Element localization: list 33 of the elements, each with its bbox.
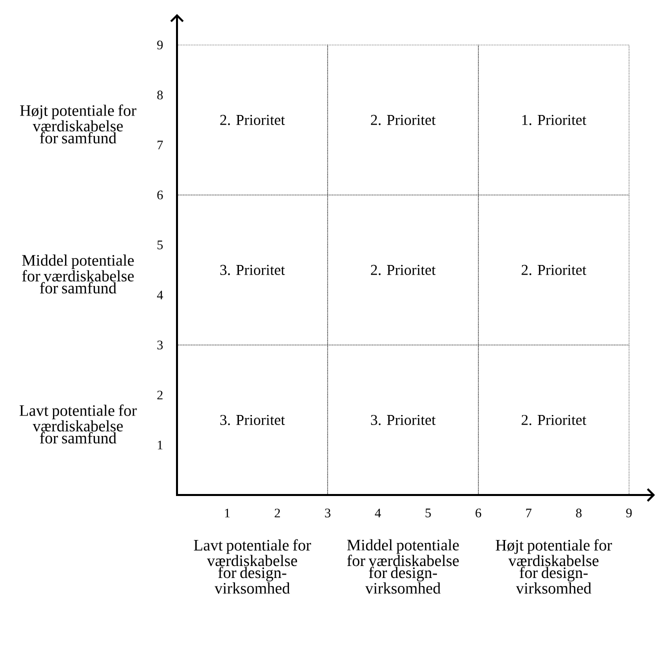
tick-label: 2: [157, 390, 163, 400]
grid-cell: 2. Prioritet: [478, 344, 630, 496]
tick-label: 3: [157, 340, 163, 350]
axis-heading: Højt potentiale for værdiskabelse for design-virksomhed: [496, 539, 612, 594]
tick-label: 8: [576, 508, 582, 518]
tick-label: 9: [626, 508, 632, 518]
axis-heading: Højt potentiale for værdiskabelse for samfund: [20, 104, 136, 144]
tick-label: 1: [225, 508, 230, 518]
grid-cell: 2. Prioritet: [176, 44, 328, 196]
tick-label: 7: [526, 508, 532, 518]
grid-cell: 3. Prioritet: [176, 344, 328, 496]
grid-cell: 2. Prioritet: [478, 194, 630, 346]
tick-label: 6: [476, 508, 482, 518]
grid-cell: 1. Prioritet: [478, 44, 630, 196]
grid-cell: 3. Prioritet: [176, 194, 328, 346]
tick-label: 4: [374, 508, 381, 518]
tick-label: 2: [274, 508, 280, 518]
axis-heading: Lavt potentiale for værdiskabelse for samfund: [20, 404, 137, 444]
grid-cell: 3. Prioritet: [327, 344, 479, 496]
tick-label: 1: [158, 440, 162, 450]
grid-cell: 2. Prioritet: [327, 194, 479, 346]
tick-label: 3: [325, 508, 330, 518]
tick-label: 9: [157, 40, 163, 50]
axis-heading: Middel potentiale for værdiskabelse for design-virksomhed: [347, 539, 459, 594]
tick-label: 8: [157, 90, 163, 100]
axis-heading: Lavt potentiale for værdiskabelse for design-virksomhed: [194, 539, 312, 594]
tick-label: 6: [157, 190, 163, 200]
axis-heading: Middel potentiale for værdiskabelse for samfund: [22, 254, 134, 294]
tick-label: 7: [158, 140, 163, 150]
grid-cell: 2. Prioritet: [327, 44, 479, 196]
tick-label: 4: [157, 290, 164, 300]
tick-label: 5: [158, 240, 163, 250]
tick-label: 5: [426, 508, 431, 518]
